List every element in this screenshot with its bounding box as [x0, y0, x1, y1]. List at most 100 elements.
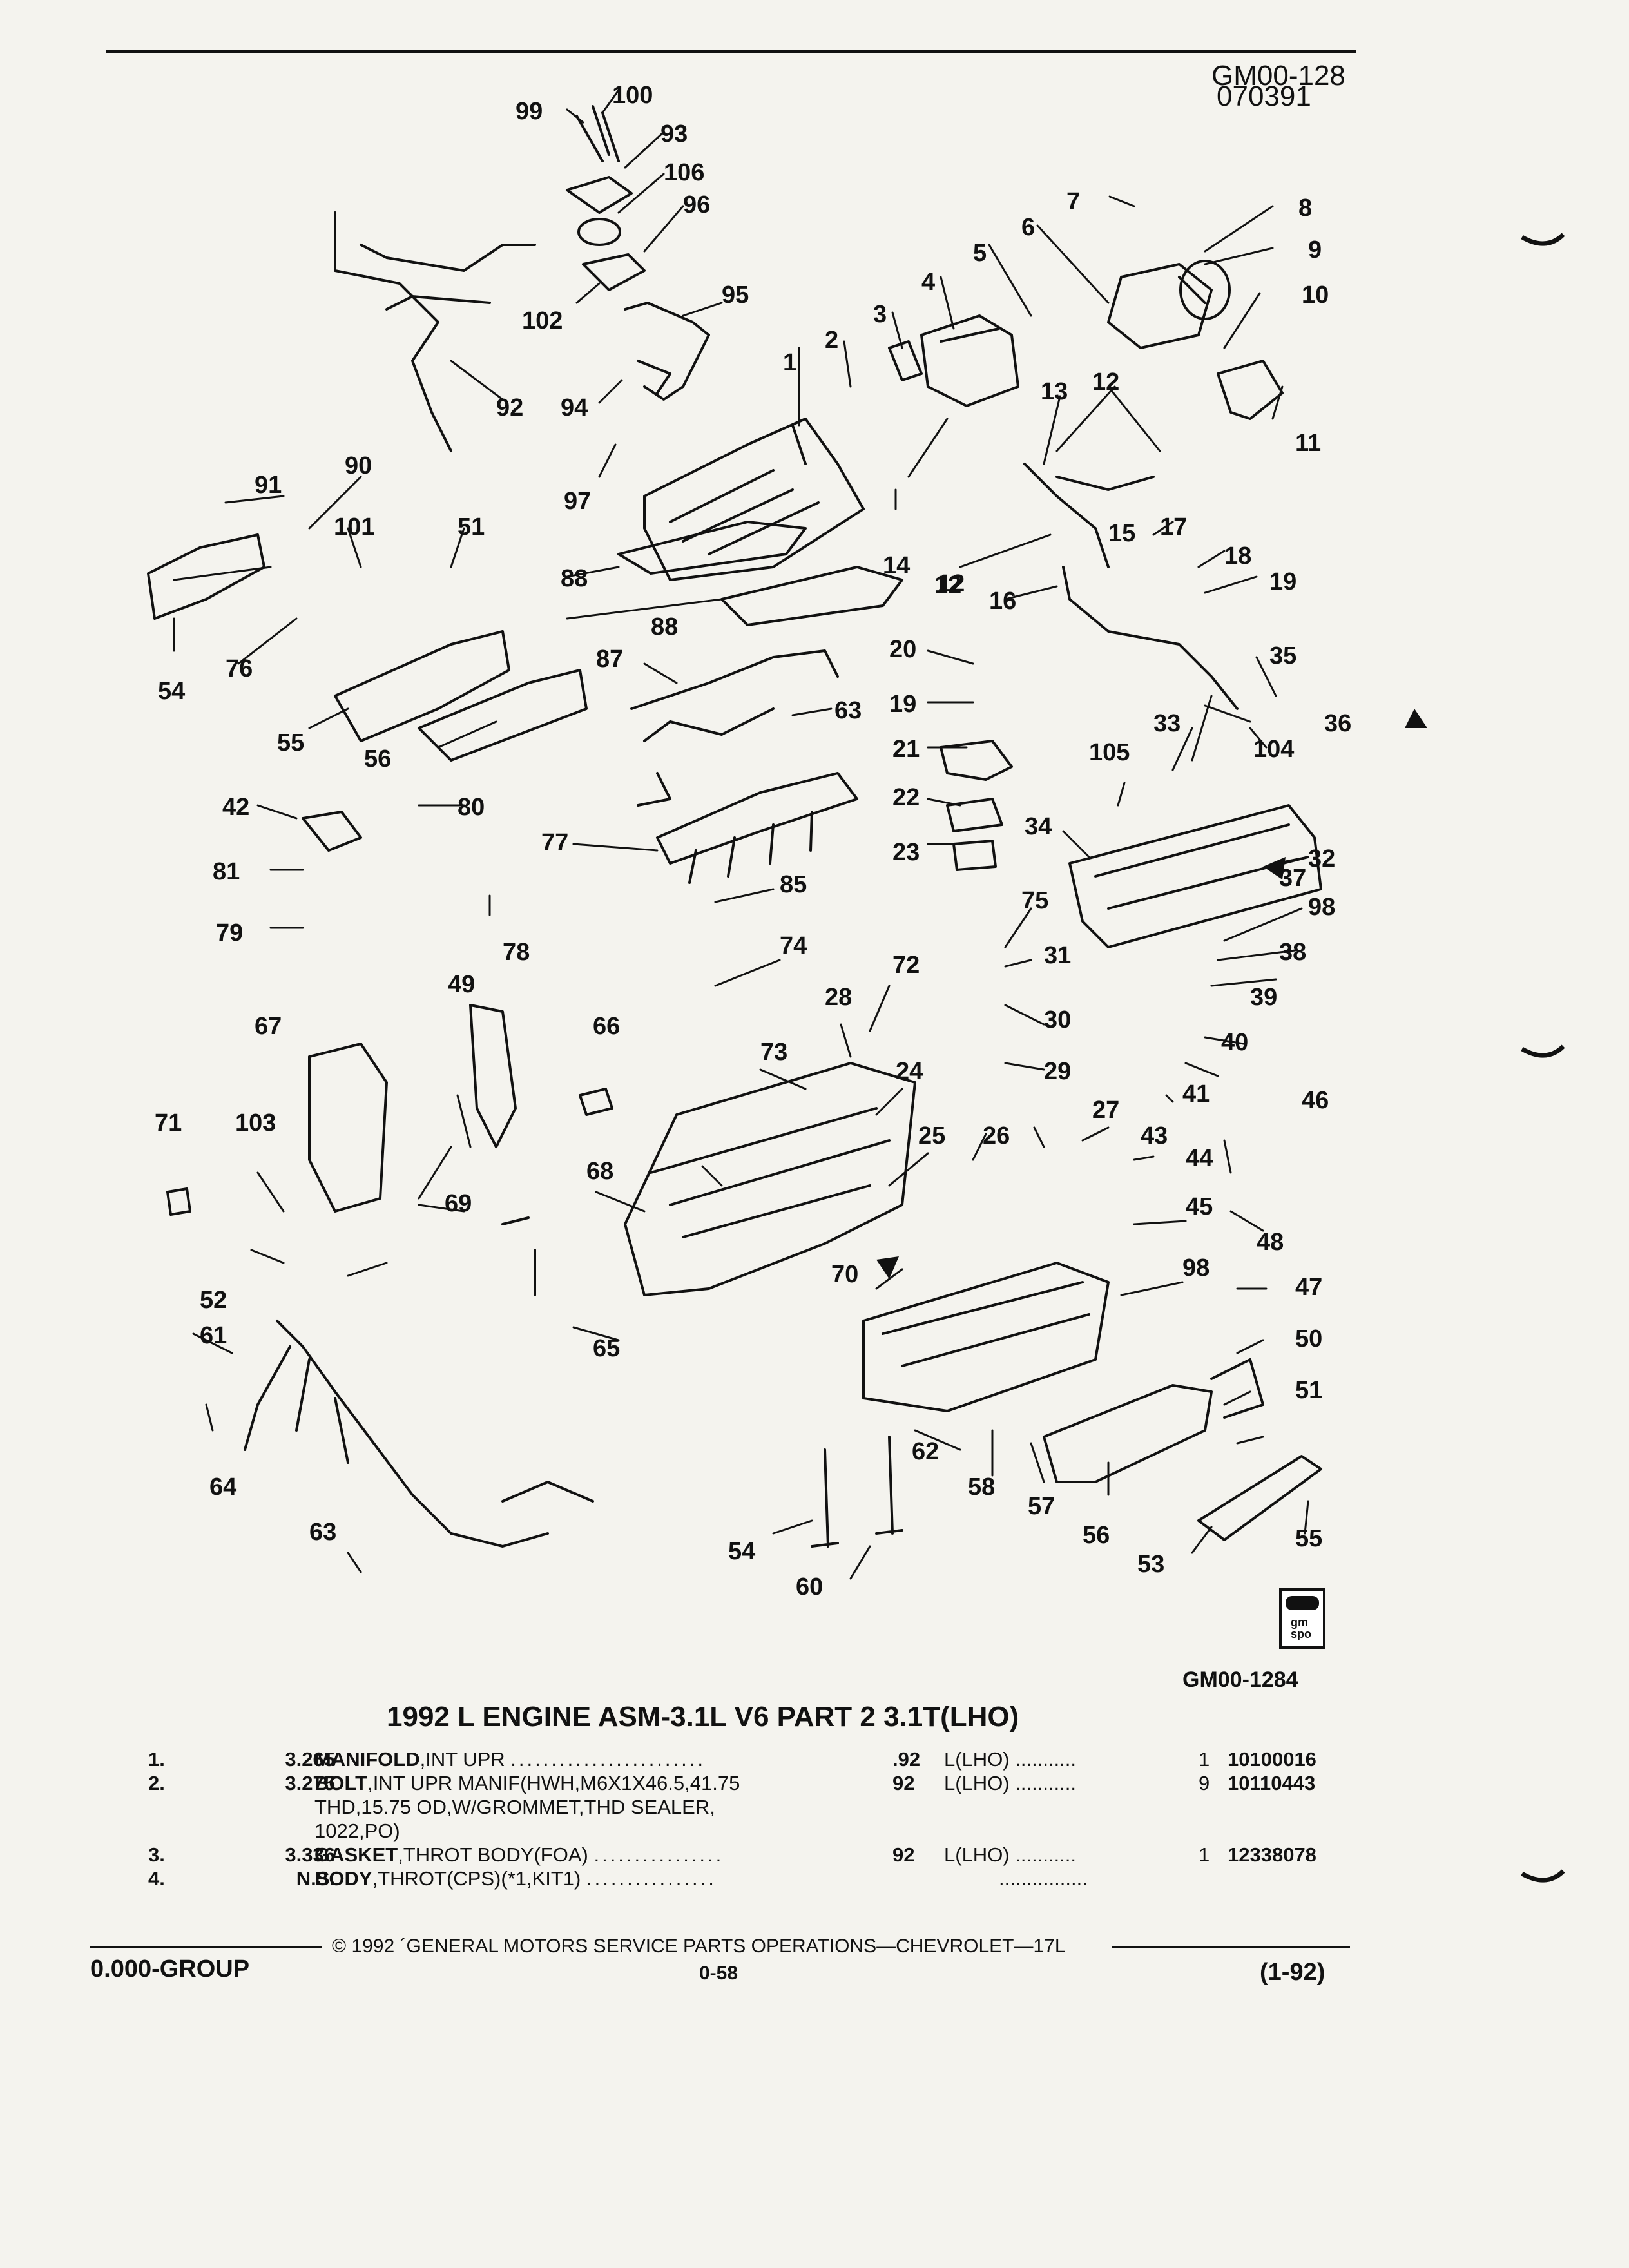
callout-label: 52	[200, 1287, 227, 1314]
item-number: 3.	[148, 1843, 165, 1866]
callout-label: 80	[458, 794, 485, 821]
callout-label: 95	[722, 282, 749, 309]
callout-label: 97	[564, 488, 591, 515]
callout-label: 76	[226, 655, 253, 682]
part-name: GASKET	[314, 1843, 398, 1866]
callout-label: 96	[683, 191, 710, 218]
callout-label: 88	[561, 565, 588, 592]
part-detail: ,INT UPR MANIF(HWH,M6X1X46.5,41.75 THD,1…	[314, 1772, 740, 1842]
small-parts-drawing	[166, 811, 613, 1296]
callout-label: 90	[345, 452, 372, 479]
callout-label: 104	[1253, 736, 1294, 763]
callout-label: 51	[458, 514, 485, 541]
callout-label: 43	[1141, 1122, 1168, 1149]
callout-label: 38	[1279, 939, 1306, 966]
callout-label: 106	[664, 159, 704, 186]
arrow-icon	[1263, 857, 1286, 879]
callout-label: 79	[216, 919, 243, 947]
callout-label: 13	[1041, 378, 1068, 405]
callout-label: 12	[1092, 369, 1119, 396]
callout-label: 33	[1153, 710, 1181, 737]
item-number: 1.	[148, 1748, 165, 1771]
part-name: BOLT	[314, 1772, 368, 1794]
callout-label: 98	[1182, 1254, 1210, 1282]
callout-label: 85	[780, 871, 807, 898]
catalog-title: 1992 L ENGINE ASM-3.1L V6 PART 2 3.1T(LH…	[387, 1701, 1019, 1733]
callout-label: 88	[651, 613, 678, 640]
part-number: 10110443	[1228, 1772, 1316, 1794]
heat-shield-drawing	[147, 533, 1322, 1541]
application: L(LHO) ...........	[944, 1843, 1077, 1866]
callout-label: 3	[873, 301, 887, 328]
callout-label: 5	[973, 240, 987, 267]
exploded-engine-diagram: 100 99 93 106 96 102 95 92 94 97 1 2 3 4…	[147, 82, 1427, 1600]
application-code: L(LHO)	[944, 1772, 1010, 1794]
map-sensor-canister-drawing	[1179, 260, 1231, 320]
callout-label: 74	[780, 932, 807, 959]
seal-drawing	[577, 218, 621, 246]
callout-label: 93	[660, 120, 688, 148]
callout-label: 49	[448, 971, 475, 998]
callout-label: 30	[1044, 1006, 1071, 1033]
callout-label: 14	[883, 552, 910, 579]
parts-row: 3. 3.336 GASKET,THROT BODY(FOA) ........…	[148, 1843, 1366, 1867]
callout-labels: 100 99 93 106 96 102 95 92 94 97 1 2 3 4…	[155, 82, 1351, 1600]
part-name: MANIFOLD	[314, 1748, 420, 1771]
quantity: 1	[1199, 1748, 1210, 1771]
callout-label: 32	[1308, 845, 1335, 872]
callout-label: 24	[896, 1058, 923, 1085]
item-number: 2.	[148, 1772, 165, 1794]
callout-label: 26	[983, 1122, 1010, 1149]
callout-label: 31	[1044, 942, 1071, 969]
engine-block-drawing	[624, 1062, 916, 1296]
quantity: 1	[1199, 1843, 1210, 1866]
callout-label: 46	[1302, 1087, 1329, 1114]
throttle-body-drawing	[920, 314, 1019, 407]
callout-label: 36	[1324, 710, 1351, 737]
part-description: MANIFOLD,INT UPR .......................…	[314, 1748, 706, 1771]
callout-label: 70	[831, 1261, 858, 1288]
part-drawings	[147, 89, 1322, 1580]
callout-label: 103	[235, 1110, 276, 1137]
callout-label: 62	[912, 1438, 939, 1465]
bracket-drawing	[1217, 360, 1284, 420]
footer-page-number: 0-58	[699, 1963, 738, 1984]
callout-label: 21	[892, 736, 920, 763]
callout-label: 42	[222, 794, 249, 821]
exhaust-manifold-right-drawing	[1043, 1358, 1264, 1483]
callout-label: 1	[783, 349, 796, 376]
callout-label: 71	[155, 1110, 182, 1137]
parts-list: 1. 3.265 MANIFOLD,INT UPR ..............…	[148, 1747, 1366, 1890]
callout-label: 8	[1298, 195, 1312, 222]
part-name: BODY	[314, 1867, 372, 1890]
part-detail: ,INT UPR	[419, 1748, 505, 1771]
callout-label: 56	[1083, 1522, 1110, 1549]
callout-label: 64	[209, 1474, 236, 1501]
accessory-bracket-drawing	[308, 1004, 517, 1213]
throttle-gasket-drawing	[888, 340, 923, 381]
callout-label: 39	[1250, 984, 1277, 1011]
callout-label: 20	[889, 636, 916, 663]
thermostat-housing-drawing	[940, 740, 1013, 781]
callout-label: 61	[200, 1322, 227, 1349]
callout-label: 87	[596, 646, 623, 673]
callout-label: 44	[1186, 1145, 1213, 1172]
callout-label: 100	[612, 82, 653, 109]
callout-label: 81	[213, 858, 240, 885]
callout-label: 6	[1021, 214, 1035, 241]
part-description: BODY,THROT(CPS)(*1,KIT1) ...............…	[314, 1867, 717, 1890]
callout-label: 12	[934, 572, 961, 599]
callout-label: 54	[158, 678, 185, 705]
injector-harness-drawing	[630, 649, 839, 807]
callout-label: 75	[1021, 887, 1048, 914]
callout-label: 101	[334, 514, 374, 541]
fuel-line-drawing	[334, 211, 536, 452]
callout-label: 11	[1295, 430, 1321, 457]
logo-band	[1286, 1596, 1319, 1610]
callout-label: 68	[586, 1158, 613, 1185]
callout-label: 34	[1025, 813, 1052, 840]
application: L(LHO) ...........	[944, 1772, 1077, 1794]
ref-number: 3.265	[285, 1748, 335, 1771]
callout-label: 19	[889, 691, 916, 718]
cylinder-head-drawing	[862, 1262, 1110, 1412]
